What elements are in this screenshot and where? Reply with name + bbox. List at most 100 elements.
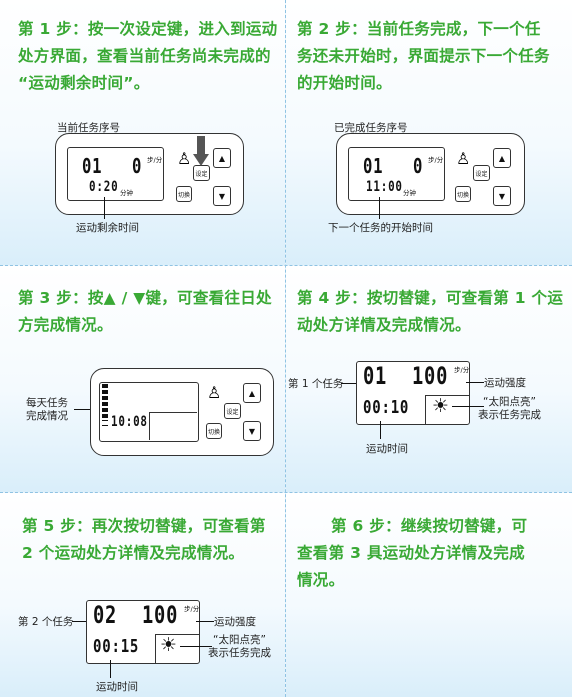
set-button[interactable]: 设定 [224, 403, 241, 419]
step-6-line-3: 情况。 [297, 571, 345, 589]
pointer-line [380, 421, 381, 439]
pointer-line [72, 621, 92, 622]
lcd-time-unit: 分钟 [120, 189, 133, 197]
daily-task-label: 每天任务 完成情况 [26, 397, 68, 423]
sun-label: “太阳点亮” 表示任务完成 [208, 634, 271, 660]
lcd-unit: 步/分 [184, 605, 200, 613]
lcd-divider-v [155, 634, 156, 663]
pointer-line [452, 406, 484, 407]
next-task-start-label: 下一个任务的开始时间 [328, 222, 433, 234]
step-6-line-1: 第 6 步：继续按切替键，可 [331, 517, 528, 535]
switch-button[interactable]: 切换 [176, 186, 192, 202]
lcd-divider-v [425, 395, 426, 424]
lcd-detail-screen-1 [356, 361, 470, 425]
pedometer-device-2: 01 0 步/分 11:00 分钟 ♙ 切换 设定 ▲ ▼ [336, 133, 525, 215]
lcd-value: 0 [413, 154, 424, 178]
switch-button[interactable]: 切换 [206, 423, 222, 439]
panel-6 [286, 493, 572, 697]
up-button[interactable]: ▲ [243, 383, 261, 403]
down-button[interactable]: ▼ [243, 421, 261, 441]
step-2-line-3: 的开始时间。 [297, 74, 392, 92]
current-task-number-label: 当前任务序号 [57, 122, 120, 134]
lcd-task-number: 01 [363, 362, 388, 390]
lcd-time: 00:15 [93, 636, 140, 657]
lcd-task-number: 01 [363, 154, 384, 178]
task-1-label: 第 1 个任务 [288, 378, 344, 390]
pointer-line [379, 197, 380, 219]
horizontal-divider-1 [0, 265, 572, 266]
lcd-value: 0 [132, 154, 143, 178]
lcd-time: 10:08 [111, 414, 148, 430]
step-6-instruction: 第 6 步：继续按切替键，可 查看第 3 具运动处方详情及完成 情况。 [297, 513, 567, 594]
lcd-time: 0:20 [89, 179, 119, 195]
pointer-line [466, 382, 484, 383]
lcd-time-unit: 分钟 [403, 189, 416, 197]
switch-button[interactable]: 切换 [455, 186, 471, 202]
pointer-line [110, 660, 111, 678]
panel-1 [0, 0, 285, 265]
lcd-detail-screen-2 [86, 600, 200, 664]
sun-label-2: 表示任务完成 [208, 647, 271, 659]
down-button[interactable]: ▼ [213, 186, 231, 206]
vertical-divider [285, 0, 286, 697]
press-arrowhead-icon [193, 154, 209, 166]
pointer-line [196, 621, 214, 622]
step-2-line-2: 务还未开始时，界面提示下一个任务 [297, 47, 550, 65]
lcd-intensity: 100 [142, 601, 179, 629]
pointer-line [104, 197, 105, 219]
down-button[interactable]: ▼ [493, 186, 511, 206]
person-icon: ♙ [177, 149, 192, 168]
sun-icon: ☀ [432, 395, 450, 417]
pointer-line [74, 409, 98, 410]
set-button[interactable]: 设定 [473, 165, 490, 181]
step-1-line-3: “运动剩余时间”。 [18, 74, 150, 92]
lcd-divider-v [149, 412, 150, 440]
lcd-unit: 步/分 [147, 156, 163, 164]
step-4-line-1: 第 4 步：按切替键，可查看第 1 个运 [297, 289, 564, 307]
sun-label: “太阳点亮” 表示任务完成 [478, 396, 541, 422]
step-5-instruction: 第 5 步：再次按切替键，可查看第 2 个运动处方详情及完成情况。 [22, 513, 282, 567]
up-button[interactable]: ▲ [493, 148, 511, 168]
panel-2 [286, 0, 572, 265]
daily-task-label-1: 每天任务 [26, 397, 68, 409]
step-4-line-2: 动处方详情及完成情况。 [297, 316, 471, 334]
remaining-time-label: 运动剩余时间 [76, 222, 139, 234]
intensity-label: 运动强度 [484, 377, 526, 389]
lcd-screen [67, 147, 164, 201]
completed-task-number-label: 已完成任务序号 [334, 122, 408, 134]
pointer-line [180, 646, 212, 647]
set-button[interactable]: 设定 [193, 165, 210, 181]
exercise-time-label: 运动时间 [366, 443, 408, 455]
step-1-instruction: 第 1 步：按一次设定键，进入到运动 处方界面，查看当前任务尚未完成的 “运动剩… [18, 16, 280, 97]
press-arrow-icon [197, 136, 205, 156]
person-icon: ♙ [207, 383, 222, 402]
sun-label-1: “太阳点亮” [483, 396, 536, 408]
sun-icon: ☀ [160, 634, 178, 656]
task-2-label: 第 2 个任务 [18, 616, 74, 628]
horizontal-divider-2 [0, 492, 572, 493]
lcd-task-number: 01 [82, 154, 103, 178]
up-button[interactable]: ▲ [213, 148, 231, 168]
sun-label-1: “太阳点亮” [213, 634, 266, 646]
intensity-label: 运动强度 [214, 616, 256, 628]
lcd-time: 00:10 [363, 397, 410, 418]
step-3-line-2: 方完成情况。 [18, 316, 113, 334]
lcd-task-number: 02 [93, 601, 118, 629]
person-icon: ♙ [456, 149, 471, 168]
lcd-intensity: 100 [412, 362, 449, 390]
step-1-line-2: 处方界面，查看当前任务尚未完成的 [18, 47, 271, 65]
lcd-unit: 步/分 [428, 156, 444, 164]
lcd-unit: 步/分 [454, 366, 470, 374]
step-3-line-1: 第 3 步：按▲ / ▼键，可查看往日处 [18, 289, 272, 307]
lcd-divider [425, 395, 469, 396]
step-4-instruction: 第 4 步：按切替键，可查看第 1 个运 动处方详情及完成情况。 [297, 285, 567, 339]
sun-label-2: 表示任务完成 [478, 409, 541, 421]
pedometer-device-3: 10:08 ♙ 切换 设定 ▲ ▼ [90, 368, 274, 456]
step-1-line-1: 第 1 步：按一次设定键，进入到运动 [18, 20, 278, 38]
step-5-line-1: 第 5 步：再次按切替键，可查看第 [22, 517, 266, 535]
step-5-line-2: 2 个运动处方详情及完成情况。 [22, 544, 245, 562]
lcd-screen [348, 147, 445, 201]
progress-bars [102, 384, 108, 430]
lcd-time: 11:00 [366, 179, 403, 195]
step-2-line-1: 第 2 步：当前任务完成，下一个任 [297, 20, 541, 38]
